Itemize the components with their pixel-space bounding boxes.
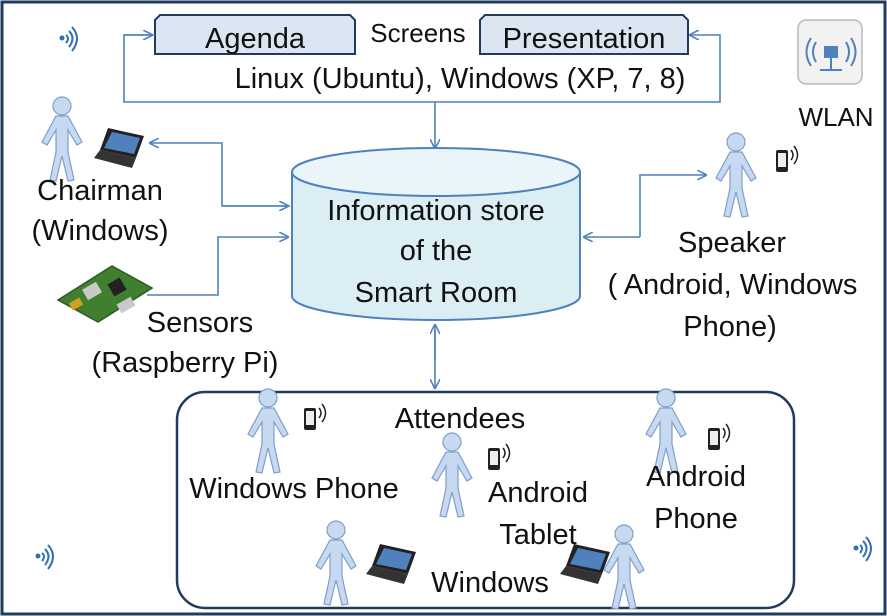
speaker-label: Speaker: [677, 227, 786, 259]
wlan-router-icon: [797, 19, 863, 85]
android-tablet-label-line1: Android: [488, 477, 588, 509]
store-label-line3: Smart Room: [354, 277, 518, 309]
agenda-label: Agenda: [205, 23, 305, 55]
raspberry-pi-board-icon: [56, 265, 154, 323]
windows-phone-label: Windows Phone: [189, 473, 399, 505]
information-store-cylinder: [291, 147, 581, 321]
chairman-os-label: (Windows): [31, 215, 169, 247]
windows-label: Windows: [431, 567, 549, 599]
android-tablet-label-line2: Tablet: [499, 519, 577, 551]
speaker-os-label-line2: Phone): [683, 311, 777, 343]
speaker-connection: [639, 175, 706, 237]
store-label-line2: of the: [399, 235, 473, 267]
sensors-label: Sensors: [146, 307, 254, 339]
android-phone-label-line1: Android: [646, 461, 746, 493]
android-phone-label-line2: Phone: [654, 503, 738, 535]
chairman-label: Chairman: [37, 175, 163, 207]
presentation-screen-box: [479, 14, 689, 55]
sensors-device-label: (Raspberry Pi): [91, 347, 279, 379]
wlan-label: WLAN: [798, 102, 874, 132]
attendees-box: [175, 390, 796, 610]
presentation-label: Presentation: [502, 23, 666, 55]
sensors-connection: [147, 237, 288, 296]
store-label-line1: Information store: [327, 195, 545, 227]
screens-label: Screens: [370, 18, 466, 48]
os-label: Linux (Ubuntu), Windows (XP, 7, 8): [234, 63, 686, 95]
attendees-title: Attendees: [394, 403, 526, 435]
speaker-os-label-line1: ( Android, Windows: [607, 269, 858, 301]
screens-bracket: [123, 35, 721, 103]
agenda-screen-box: [154, 14, 356, 55]
